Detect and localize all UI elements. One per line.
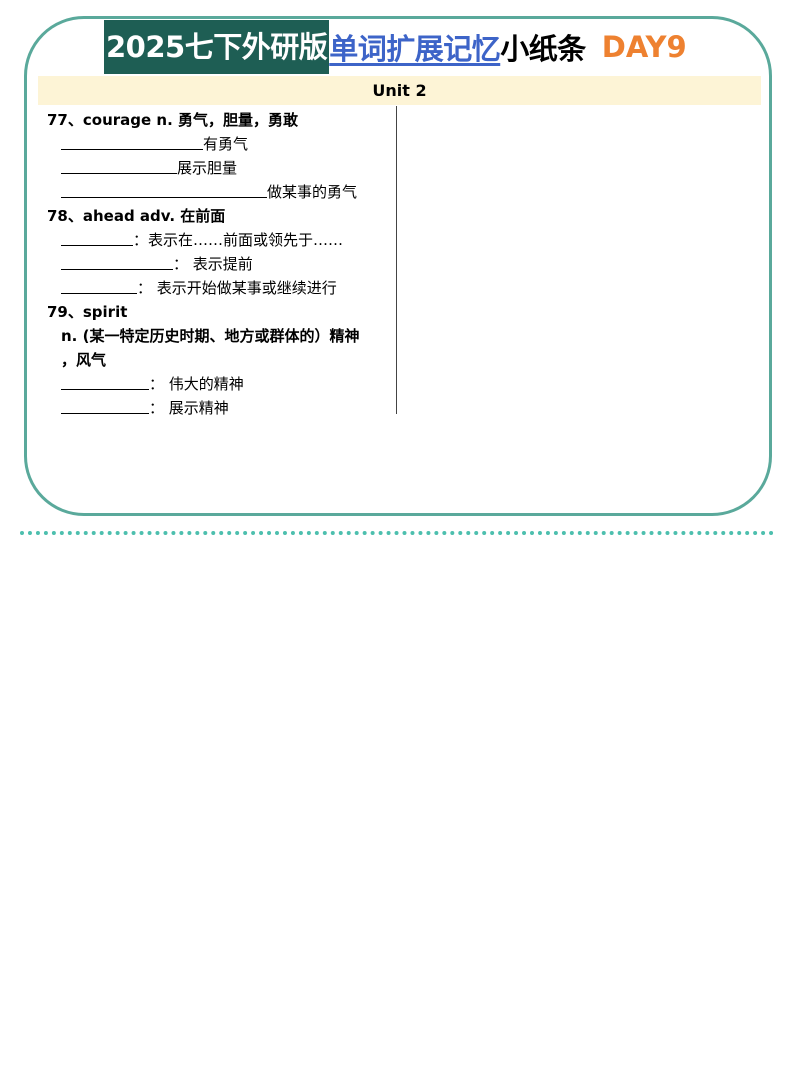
fill-blank[interactable] [61,157,177,174]
entry-spirit-definition-cont: ，风气 [61,351,107,369]
entry-spirit-definition: n. (某一特定历史时期、地方或群体的）精神 [61,327,360,345]
phrase-meaning: ：表示在……前面或领先于…… [133,231,344,249]
phrase-meaning: ： 表示提前 [173,255,253,273]
page-title: 2025七下外研版 单词扩展记忆 小纸条 DAY9 [104,20,687,74]
phrase-meaning: 有勇气 [203,135,249,153]
entry-spirit-heading: 79、spirit [47,303,128,321]
phrase-meaning: 展示胆量 [177,159,238,177]
fill-blank[interactable] [61,229,133,246]
phrase-meaning: 做某事的勇气 [267,183,358,201]
title-day: DAY9 [601,30,687,64]
fill-blank[interactable] [61,277,137,294]
entry-ahead-phrase-2: ： 表示提前 [47,252,392,276]
title-year-edition: 2025七下外研版 [104,20,330,74]
unit-header: Unit 2 [38,76,761,105]
vocab-list: 77、courage n. 勇气，胆量，勇敢 有勇气 展示胆量 做某事的勇气 7… [47,108,392,420]
entry-spirit-phrase-1: ： 伟大的精神 [47,372,392,396]
fill-blank[interactable] [61,253,173,270]
entry-ahead-heading: 78、ahead adv. 在前面 [47,207,226,225]
entry-courage-phrase-2: 展示胆量 [47,156,392,180]
title-suffix: 小纸条 [500,32,586,66]
fill-blank[interactable] [61,133,203,150]
entry-ahead-phrase-1: ：表示在……前面或领先于…… [47,228,392,252]
phrase-meaning: ： 伟大的精神 [149,375,244,393]
entry-courage-phrase-3: 做某事的勇气 [47,180,392,204]
phrase-meaning: ： 表示开始做某事或继续进行 [137,279,337,297]
column-divider [396,106,397,414]
fill-blank[interactable] [61,373,149,390]
phrase-meaning: ： 展示精神 [149,399,229,417]
title-topic: 单词扩展记忆 [329,32,501,66]
entry-ahead-phrase-3: ： 表示开始做某事或继续进行 [47,276,392,300]
entry-spirit-phrase-2: ： 展示精神 [47,396,392,420]
entry-courage-phrase-1: 有勇气 [47,132,392,156]
fill-blank[interactable] [61,397,149,414]
fill-blank[interactable] [61,181,267,198]
dotted-cut-line [20,531,774,535]
entry-courage-heading: 77、courage n. 勇气，胆量，勇敢 [47,111,299,129]
